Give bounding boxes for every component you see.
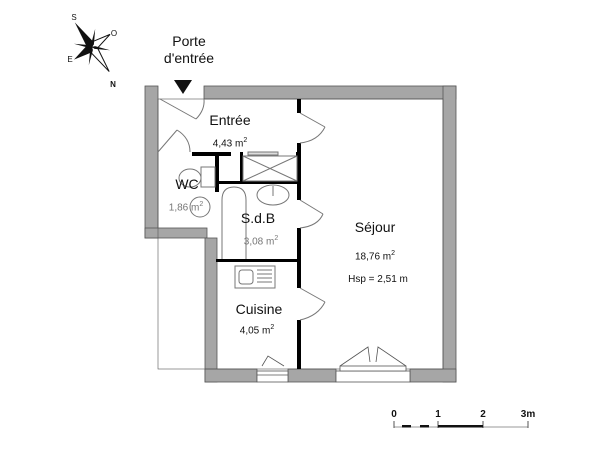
room-area-sdb: 3,08 m2 [244, 235, 278, 247]
area-value: 18,76 m [354, 251, 392, 263]
compass-label-s: S [71, 13, 77, 22]
room-area-sejour: 18,76 m2 [355, 250, 395, 262]
area-value: 3,08 m [243, 236, 275, 248]
fixtures [178, 151, 298, 289]
area-unit: 2 [243, 137, 248, 144]
area-unit: 2 [391, 250, 396, 257]
area-value: 4,43 m [212, 138, 244, 150]
compass-rose-icon [73, 22, 111, 72]
room-name-sejour: Séjour [354, 219, 396, 235]
area-value: 4,05 m [239, 325, 271, 337]
area-unit: 2 [274, 235, 279, 242]
room-name-cuisine: Cuisine [235, 301, 283, 317]
room-area-wc: 1,86 m2 [169, 201, 203, 213]
doors [157, 98, 326, 321]
partitions [192, 99, 301, 369]
entrance-label-line2: d'entrée [163, 50, 215, 66]
window-sejour [335, 346, 411, 383]
compass-label-o: O [110, 29, 118, 38]
room-area-entree: 4,43 m2 [213, 137, 247, 149]
scale-tick-3m: 3m [520, 409, 536, 420]
scale-tick-1: 1 [435, 409, 441, 420]
scale-tick-2: 2 [480, 409, 486, 420]
entrance-label: Porte d'entrée [164, 33, 214, 67]
area-value: 1,86 m [168, 202, 200, 214]
area-unit: 2 [199, 201, 204, 208]
compass-label-e: E [67, 55, 73, 64]
entrance-label-line1: Porte [172, 33, 206, 49]
window-kitchen [256, 355, 289, 383]
entrance-arrow-icon [174, 80, 192, 94]
room-name-wc: WC [175, 176, 199, 192]
room-name-sdb: S.d.B [240, 210, 276, 226]
room-area-cuisine: 4,05 m2 [240, 324, 274, 336]
room-name-entree: Entrée [209, 112, 251, 128]
scale-tick-0: 0 [391, 409, 397, 420]
compass-label-n: N [110, 80, 116, 89]
outer-walls [144, 85, 457, 383]
area-unit: 2 [270, 324, 275, 331]
room-height-sejour: Hsp = 2,51 m [348, 274, 408, 285]
scale-bar [393, 421, 529, 428]
